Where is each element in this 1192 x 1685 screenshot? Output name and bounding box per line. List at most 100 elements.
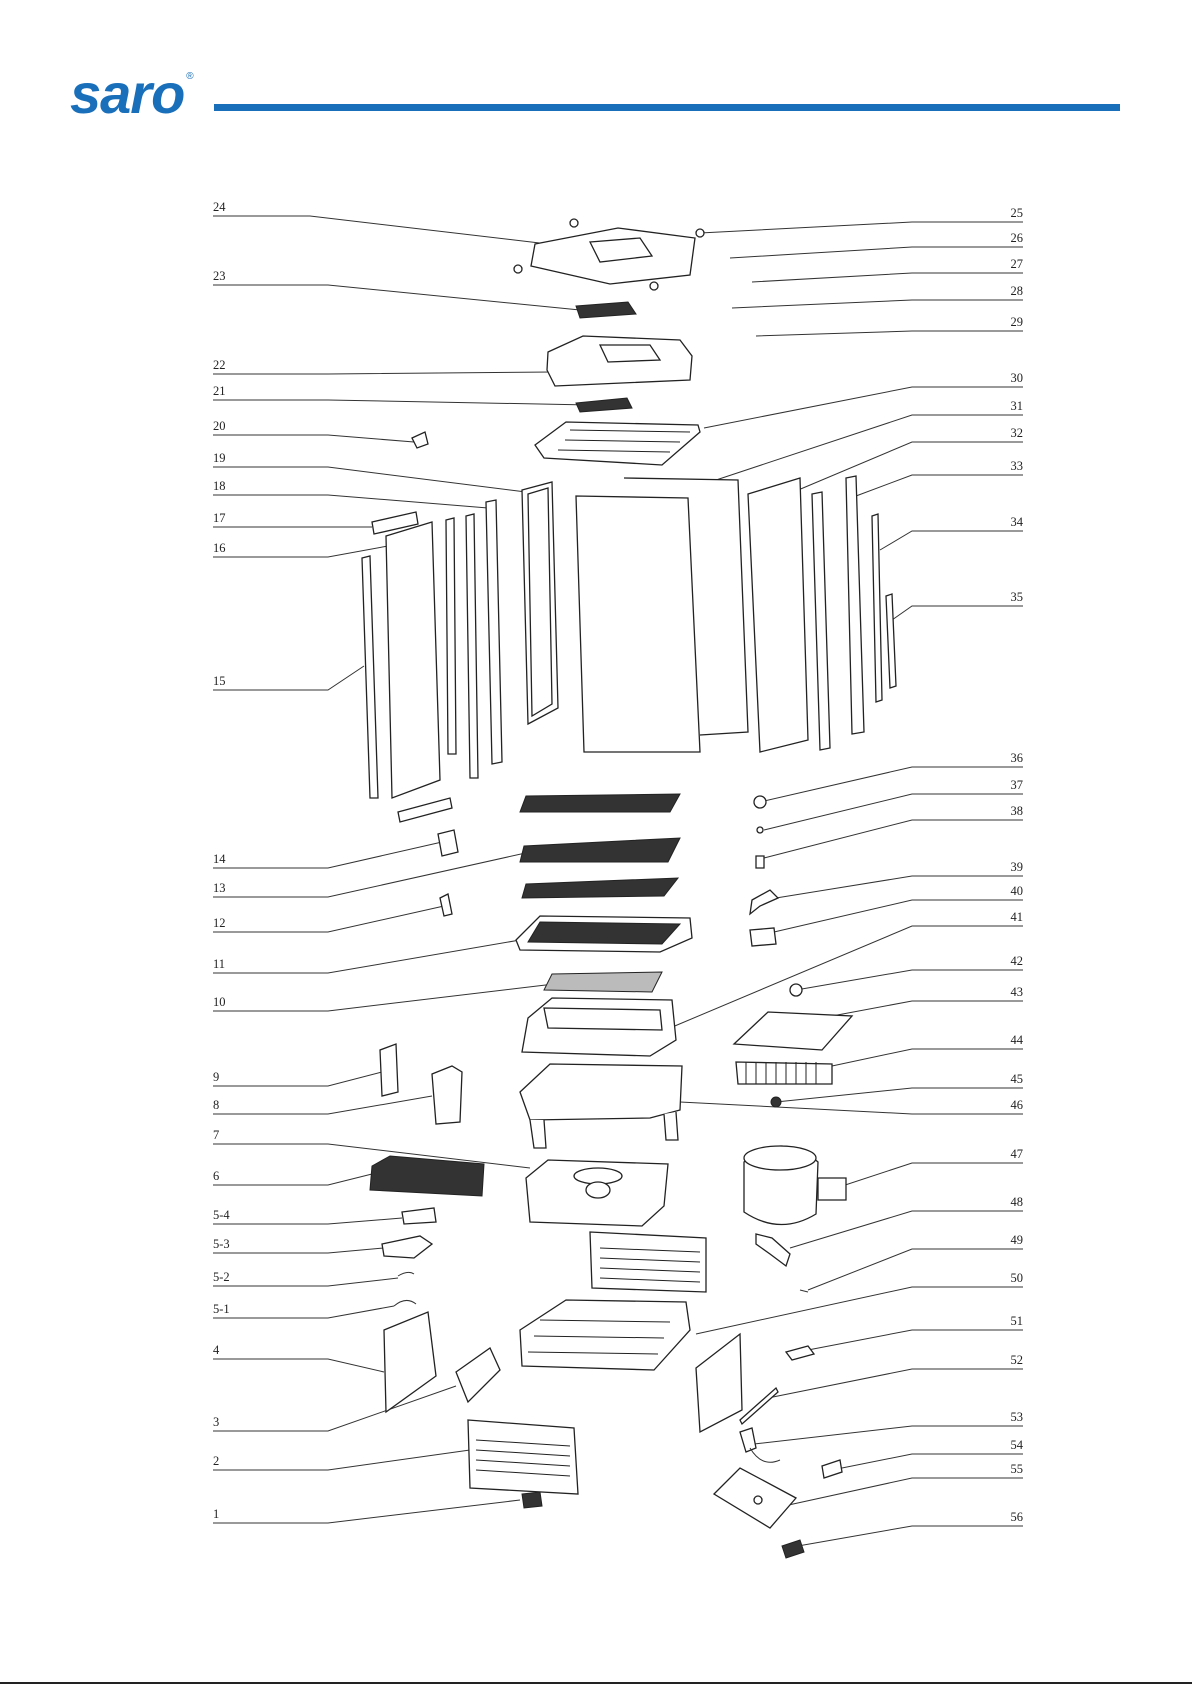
callout-51: 51 bbox=[808, 1314, 1023, 1350]
callout-number: 43 bbox=[1011, 985, 1024, 999]
leader-line bbox=[776, 1088, 1023, 1102]
leader-line bbox=[680, 1102, 1023, 1114]
glass-panel-part bbox=[386, 522, 440, 798]
callout-number: 15 bbox=[213, 674, 226, 688]
callout-number: 50 bbox=[1011, 1271, 1024, 1285]
callout-number: 48 bbox=[1011, 1195, 1024, 1209]
leader-line bbox=[213, 906, 444, 932]
right-panel-part bbox=[748, 478, 808, 752]
leader-line bbox=[790, 1211, 1023, 1248]
leader-line bbox=[832, 1001, 1023, 1016]
callout-number: 5-2 bbox=[213, 1270, 230, 1284]
latch-part bbox=[782, 1540, 804, 1558]
callout-19: 19 bbox=[213, 451, 526, 492]
callout-number: 3 bbox=[213, 1415, 219, 1429]
callout-number: 35 bbox=[1011, 590, 1024, 604]
filter-grille-part bbox=[576, 302, 636, 318]
callout-10: 10 bbox=[213, 984, 554, 1011]
callout-number: 4 bbox=[213, 1343, 220, 1357]
callout-number: 56 bbox=[1011, 1510, 1024, 1524]
leader-line bbox=[700, 222, 1023, 233]
bulb-part bbox=[754, 796, 766, 808]
callout-9: 9 bbox=[213, 1070, 382, 1086]
callout-46: 46 bbox=[680, 1098, 1023, 1114]
callout-number: 2 bbox=[213, 1454, 219, 1468]
callout-22: 22 bbox=[213, 358, 552, 374]
callout-number: 6 bbox=[213, 1169, 219, 1183]
callout-number: 20 bbox=[213, 419, 226, 433]
callout-41: 41 bbox=[670, 910, 1023, 1028]
callout-33: 33 bbox=[856, 459, 1023, 496]
callout-24: 24 bbox=[213, 200, 548, 244]
callout-number: 7 bbox=[213, 1128, 219, 1142]
callout-number: 49 bbox=[1011, 1233, 1024, 1247]
leader-line bbox=[880, 531, 1023, 550]
capacitor-part bbox=[822, 1460, 842, 1478]
circuit-board-part bbox=[382, 1236, 432, 1258]
callout-number: 12 bbox=[213, 916, 226, 930]
callout-number: 52 bbox=[1011, 1353, 1024, 1367]
callout-number: 5-1 bbox=[213, 1302, 230, 1316]
leader-line bbox=[213, 666, 364, 690]
sensor-wire-part bbox=[398, 1272, 414, 1276]
callout-number: 55 bbox=[1011, 1462, 1024, 1476]
callout-number: 37 bbox=[1011, 778, 1024, 792]
callout-number: 13 bbox=[213, 881, 226, 895]
callout-13: 13 bbox=[213, 852, 530, 897]
callout-11: 11 bbox=[213, 940, 520, 973]
leader-line bbox=[213, 1306, 394, 1318]
callout-14: 14 bbox=[213, 842, 442, 868]
callout-number: 39 bbox=[1011, 860, 1024, 874]
callout-18: 18 bbox=[213, 479, 488, 508]
leader-line bbox=[704, 387, 1023, 428]
electrical-box-part bbox=[432, 1066, 462, 1124]
callout-54: 54 bbox=[832, 1438, 1024, 1470]
side-vent-panel-part bbox=[384, 1312, 436, 1412]
callout-27: 27 bbox=[752, 257, 1023, 282]
leader-line bbox=[752, 273, 1023, 282]
callout-2: 2 bbox=[213, 1450, 470, 1470]
callout-number: 25 bbox=[1011, 206, 1024, 220]
callout-28: 28 bbox=[732, 284, 1023, 308]
callout-12: 12 bbox=[213, 906, 444, 932]
side-panel-part bbox=[576, 496, 700, 752]
leader-line bbox=[730, 247, 1023, 258]
callout-48: 48 bbox=[790, 1195, 1023, 1248]
callout-number: 16 bbox=[213, 541, 226, 555]
leader-line bbox=[756, 331, 1023, 336]
right-frame-part bbox=[846, 476, 864, 734]
leader-line bbox=[732, 300, 1023, 308]
condenser-frame-part bbox=[520, 1232, 706, 1370]
leader-line bbox=[776, 876, 1023, 898]
callout-40: 40 bbox=[774, 884, 1023, 932]
callout-number: 30 bbox=[1011, 371, 1024, 385]
footer-rule bbox=[0, 1682, 1192, 1684]
washer-part bbox=[790, 984, 802, 996]
leader-line bbox=[213, 1359, 384, 1372]
callout-number: 8 bbox=[213, 1098, 219, 1112]
callout-7: 7 bbox=[213, 1128, 530, 1168]
leader-line bbox=[213, 372, 552, 374]
evaporator-part bbox=[736, 1062, 832, 1084]
top-cover-part bbox=[514, 219, 704, 290]
hinge-part bbox=[440, 894, 452, 916]
callout-number: 26 bbox=[1011, 231, 1024, 245]
callout-6: 6 bbox=[213, 1169, 372, 1185]
callout-25: 25 bbox=[700, 206, 1023, 233]
callout-52: 52 bbox=[768, 1353, 1023, 1398]
side-rail-part bbox=[362, 556, 378, 798]
leader-line bbox=[784, 1478, 1023, 1506]
label-plate-part bbox=[714, 1468, 796, 1528]
callout-number: 17 bbox=[213, 511, 226, 525]
leader-line bbox=[832, 1454, 1023, 1470]
leader-line bbox=[892, 606, 1023, 620]
front-grille-part bbox=[468, 1420, 578, 1494]
leader-line bbox=[213, 1386, 456, 1431]
fan-motor-part bbox=[750, 928, 776, 946]
foot-part bbox=[522, 1492, 542, 1508]
callout-1: 1 bbox=[213, 1500, 520, 1523]
callout-number: 31 bbox=[1011, 399, 1024, 413]
callout-number: 53 bbox=[1011, 1410, 1024, 1424]
drip-tray-part bbox=[516, 916, 692, 952]
